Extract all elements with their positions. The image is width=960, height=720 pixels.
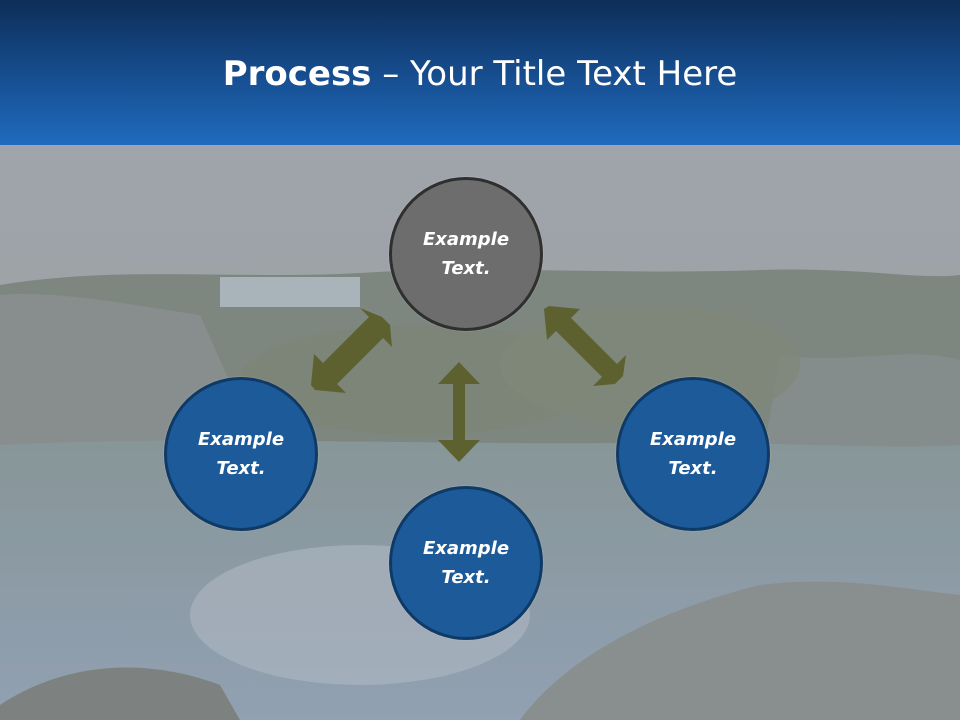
node-bottom-text: Example Text. (422, 538, 510, 588)
node-left-text: Example Text. (197, 429, 285, 479)
double-arrow-icon (438, 362, 480, 462)
process-node-bottom: Example Text. (389, 486, 543, 640)
title-bar: Process – Your Title Text Here (0, 0, 960, 146)
node-top-text: Example Text. (422, 229, 510, 279)
double-arrow-icon (311, 308, 392, 393)
process-node-top: Example Text. (389, 177, 543, 331)
double-arrow-icon (544, 306, 626, 386)
process-node-left: Example Text. (164, 377, 318, 531)
node-right-text: Example Text. (649, 429, 737, 479)
title-rest: – Your Title Text Here (371, 54, 738, 94)
process-node-right: Example Text. (616, 377, 770, 531)
slide-title: Process – Your Title Text Here (0, 52, 960, 96)
title-bold: Process (222, 54, 372, 94)
